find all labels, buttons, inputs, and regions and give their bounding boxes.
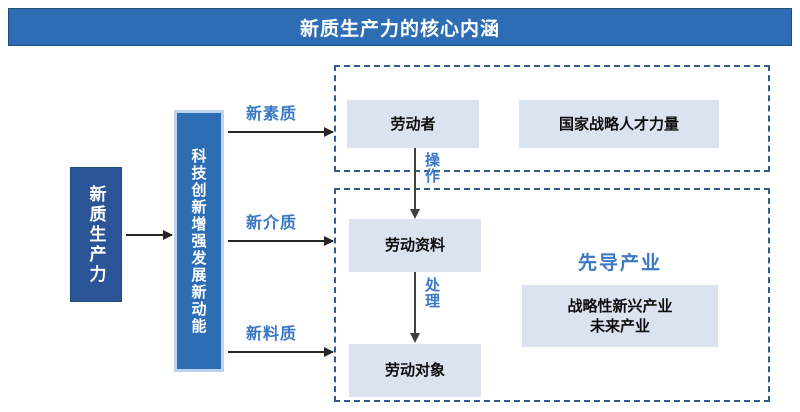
arrow-branch-2 [228, 236, 334, 246]
arrow-branch-1 [228, 127, 334, 137]
panel-labor-subject [334, 65, 770, 172]
industry-line-1: 战略性新兴产业 [567, 296, 673, 315]
industry-line-2: 未来产业 [589, 317, 650, 335]
source-box-label: 新质生产力 [85, 184, 106, 285]
branch-label-new-medium: 新介质 [246, 213, 298, 232]
title-banner: 新质生产力的核心内涵 [8, 8, 792, 46]
arrow-branch-3 [228, 347, 334, 357]
panel-labor-means [334, 188, 770, 402]
chip-labor-materials: 劳动资料 [349, 219, 481, 272]
lead-industry-title: 先导产业 [577, 252, 662, 274]
chip-national-strategic-talent: 国家战略人才力量 [519, 100, 719, 148]
branch-label-new-material: 新料质 [246, 324, 298, 343]
chip-industry-list: 战略性新兴产业 未来产业 [522, 285, 718, 347]
source-box-new-productive-forces: 新质生产力 [70, 167, 122, 302]
driver-box-tech-innovation: 科技创新增强发展新动能 [174, 110, 224, 372]
branch-label-new-quality: 新素质 [246, 104, 298, 123]
driver-box-label: 科技创新增强发展新动能 [189, 147, 208, 335]
arrow-source-to-driver [126, 230, 173, 240]
flow-label-process: 处理 [423, 277, 441, 309]
arrow-worker-to-materials [410, 148, 420, 219]
flow-label-operate: 操作 [423, 152, 441, 184]
arrow-materials-to-object [410, 272, 420, 343]
chip-labor-object: 劳动对象 [349, 344, 481, 397]
chip-worker: 劳动者 [347, 100, 479, 148]
page-title: 新质生产力的核心内涵 [299, 17, 500, 40]
